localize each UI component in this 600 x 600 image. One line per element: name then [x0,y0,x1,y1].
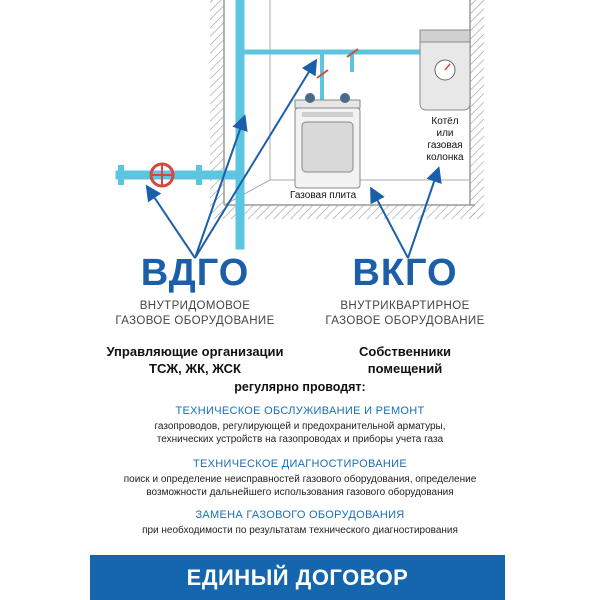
vkgo-owners: Собственники помещений [358,344,452,376]
service-replacement: ЗАМЕНА ГАЗОВОГО ОБОРУДОВАНИЯ при необход… [142,509,458,536]
vkgo-subtitle: ВНУТРИКВАРТИРНОЕ ГАЗОВОЕ ОБОРУДОВАНИЕ [325,300,485,327]
single-contract-banner: ЕДИНЫЙ ДОГОВОР [90,555,505,600]
vdgo-subtitle: ВНУТРИДОМОВОЕ ГАЗОВОЕ ОБОРУДОВАНИЕ [115,300,275,327]
vdgo-title: ВДГО [140,252,250,294]
pipe-flange-right [196,165,202,185]
valve-wheel-icon [149,162,175,188]
vkgo-arrows [370,166,442,259]
banner-text: ЕДИНЫЙ ДОГОВОР [186,565,409,590]
boiler-label: Котёл или газовая колонка [426,116,464,163]
gas-system-diagram [115,0,484,259]
stove-label: Газовая плита [290,190,357,201]
boiler-icon [419,29,471,111]
vdgo-arrows [145,58,318,259]
gas-stove-icon [294,93,361,189]
pipe-flange-left [118,165,124,185]
service-maintenance: ТЕХНИЧЕСКОЕ ОБСЛУЖИВАНИЕ И РЕМОНТ газопр… [154,405,446,445]
service-diagnostics: ТЕХНИЧЕСКОЕ ДИАГНОСТИРОВАНИЕ поиск и опр… [123,458,477,498]
vdgo-owners: Управляющие организации ТСЖ, ЖК, ЖСК [106,344,284,376]
intro-text: регулярно проводят: [234,380,366,394]
small-valve-icon [316,48,359,79]
vkgo-title: ВКГО [352,252,458,294]
